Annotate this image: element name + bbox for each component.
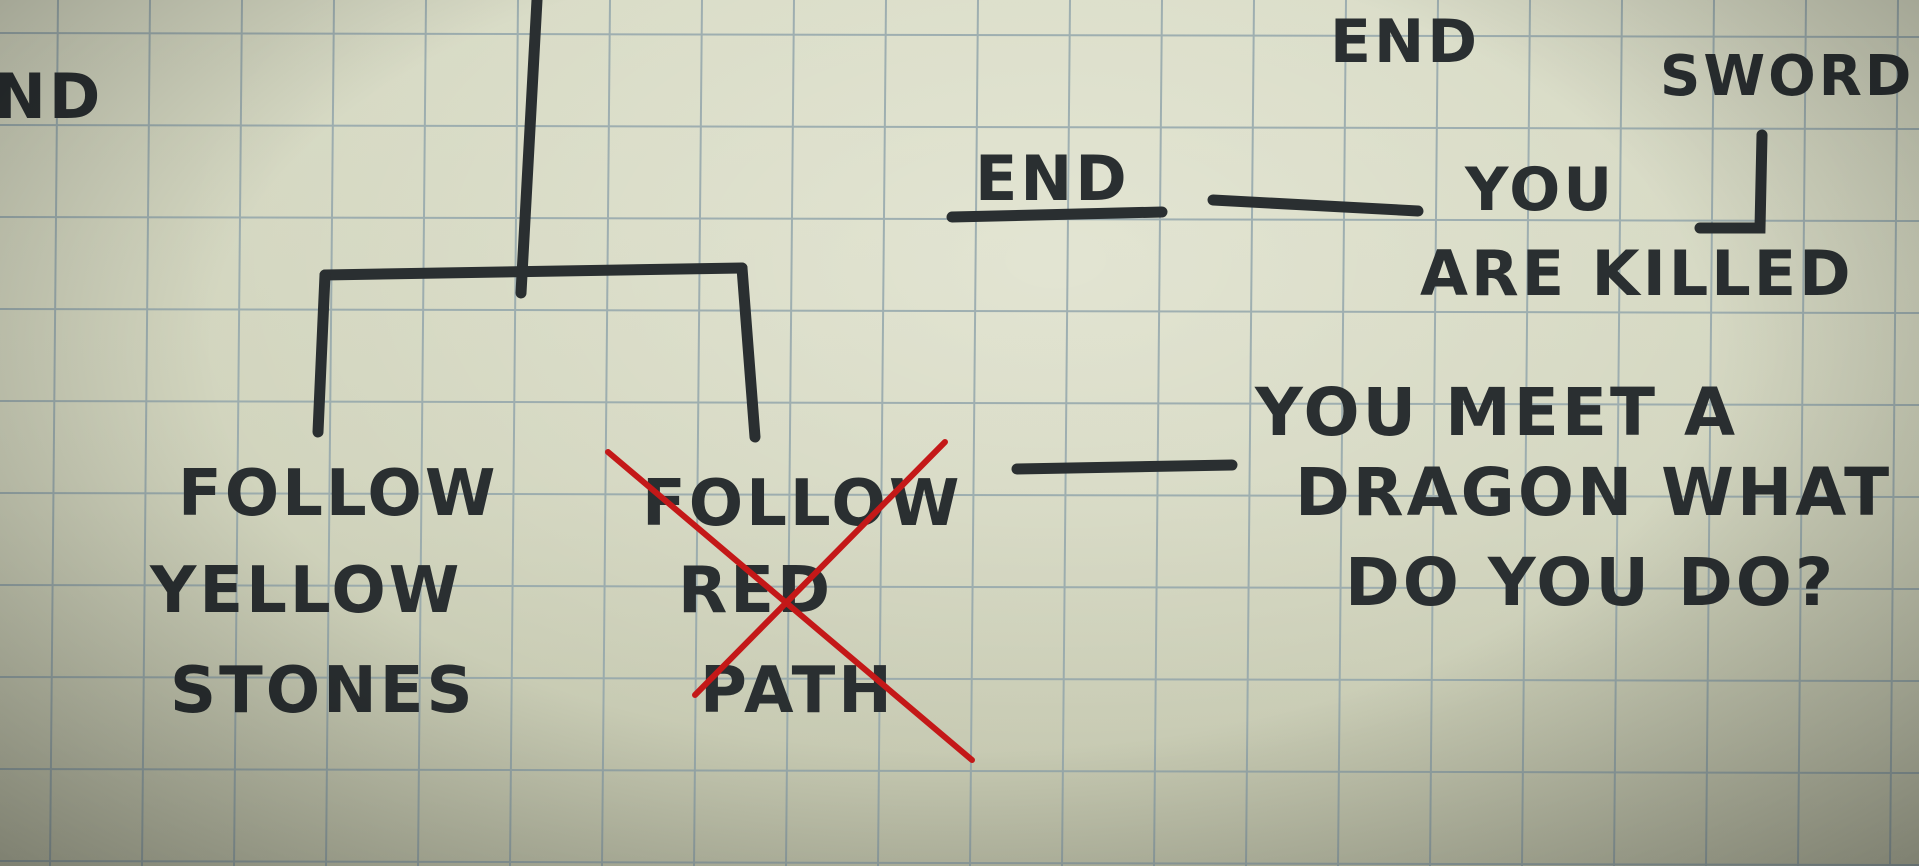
- grid-line-vertical: [1061, 0, 1071, 866]
- grid-line-vertical: [417, 0, 427, 866]
- grid-line-horizontal: [0, 124, 1919, 130]
- grid-line-vertical: [1153, 0, 1163, 866]
- grid-line-vertical: [1429, 0, 1439, 866]
- dragon-line-1: YOU MEET A: [1254, 374, 1738, 451]
- right-choice-line-1: FOLLOW: [642, 467, 962, 541]
- dragon-line-3: DO YOU DO?: [1345, 544, 1836, 621]
- grid-line-horizontal: [0, 768, 1919, 774]
- grid-line-vertical: [1245, 0, 1255, 866]
- grid-line-horizontal: [0, 676, 1919, 682]
- cross-stroke-1: [605, 449, 975, 763]
- end-underline: [946, 206, 1168, 223]
- grid-line-horizontal: [0, 584, 1919, 590]
- grid-line-vertical: [509, 0, 519, 866]
- grid-line-vertical: [1613, 0, 1623, 866]
- grid-line-vertical: [325, 0, 335, 866]
- sword-connector: [1694, 129, 1768, 234]
- grid-line-horizontal: [0, 492, 1919, 498]
- left-branch-line: [312, 269, 331, 438]
- dragon-line-2: DRAGON WHAT: [1295, 454, 1892, 531]
- grid-line-vertical: [1889, 0, 1899, 866]
- right-choice-line-2: RED: [678, 554, 833, 628]
- crossed-out-mark: [605, 439, 975, 763]
- flowchart-connectors: [312, 0, 1768, 475]
- left-choice-line-2: YELLOW: [149, 554, 462, 628]
- branch-bar: [319, 262, 748, 281]
- grid-line-horizontal: [0, 32, 1919, 38]
- right-branch-line: [736, 262, 761, 443]
- grid-line-vertical: [141, 0, 151, 866]
- left-choice-line-1: FOLLOW: [178, 457, 498, 531]
- end-label-top: END: [1330, 7, 1480, 77]
- left-choice-line-3: STONES: [170, 654, 476, 728]
- end-label-partial: ND: [0, 60, 103, 133]
- trunk-line: [515, 0, 543, 299]
- grid-line-vertical: [1705, 0, 1715, 866]
- grid-line-vertical: [233, 0, 243, 866]
- killed-line-2: ARE KILLED: [1420, 237, 1854, 310]
- grid-line-vertical: [49, 0, 59, 866]
- killed-connector: [1207, 194, 1424, 217]
- right-choice-line-3: PATH: [700, 654, 895, 728]
- grid-line-horizontal: [0, 860, 1919, 866]
- grid-line-vertical: [969, 0, 979, 866]
- grid-line-vertical: [601, 0, 611, 866]
- grid-line-vertical: [785, 0, 795, 866]
- end-label-middle: END: [975, 142, 1130, 215]
- grid-line-vertical: [693, 0, 703, 866]
- grid-line-vertical: [1797, 0, 1807, 866]
- dragon-connector: [1011, 459, 1238, 475]
- grid-line-vertical: [1521, 0, 1531, 866]
- grid-line-vertical: [877, 0, 887, 866]
- sword-label: SWORD: [1660, 44, 1914, 109]
- killed-line-1: YOU: [1464, 155, 1615, 225]
- grid-line-vertical: [1337, 0, 1347, 866]
- cross-stroke-2: [692, 439, 948, 698]
